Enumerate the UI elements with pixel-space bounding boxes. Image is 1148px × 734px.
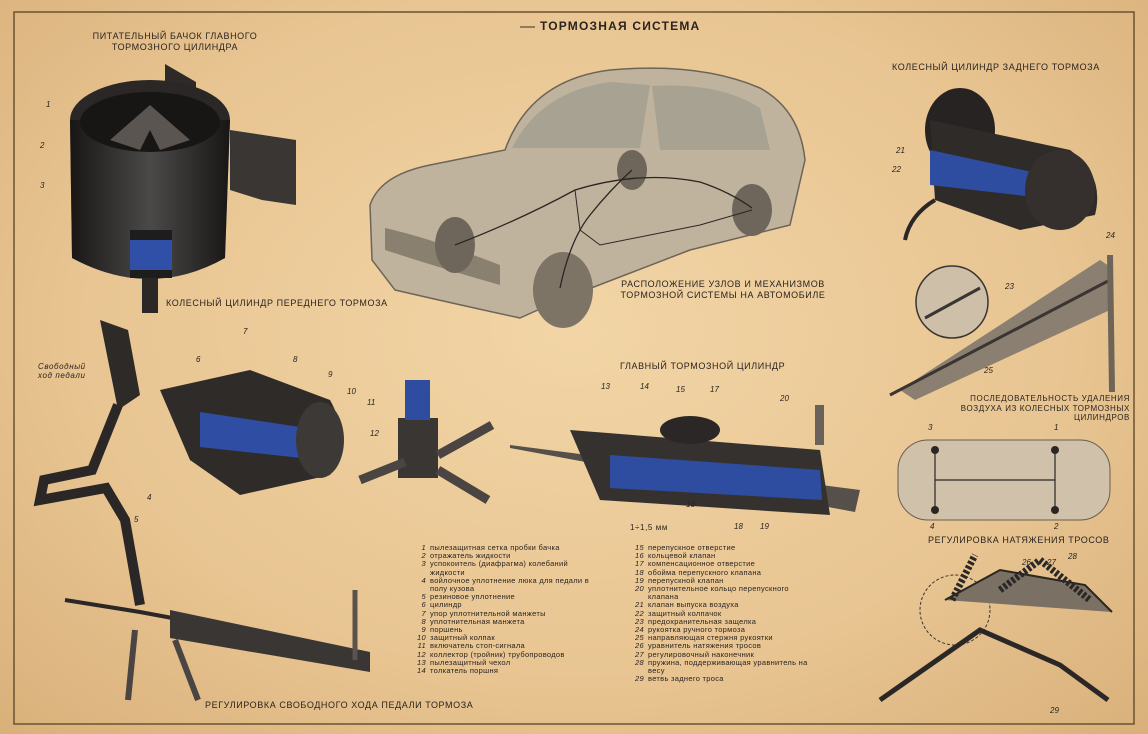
front-cylinder-illustration <box>160 370 344 495</box>
callout: 3 <box>40 181 45 190</box>
callout: 6 <box>196 355 201 364</box>
callout: 15 <box>676 385 685 394</box>
callout: 9 <box>328 370 333 379</box>
callout: 5 <box>134 515 139 524</box>
cable-adjust-label: РЕГУЛИРОВКА НАТЯЖЕНИЯ ТРОСОВ <box>928 535 1110 545</box>
callout: 7 <box>243 327 248 336</box>
reservoir-illustration <box>70 64 296 313</box>
callout: 19 <box>760 522 769 531</box>
bleed-order-number: 2 <box>1054 522 1059 531</box>
callout: 4 <box>147 493 152 502</box>
callout: 11 <box>367 398 376 407</box>
callout: 26 <box>1022 558 1031 567</box>
tee-illustration <box>358 380 495 504</box>
bleed-plan-illustration <box>897 439 1111 521</box>
callout: 14 <box>640 382 649 391</box>
callout: 16 <box>686 500 695 509</box>
rear-cylinder-illustration <box>903 88 1098 241</box>
rear-cylinder-label: КОЛЕСНЫЙ ЦИЛИНДР ЗАДНЕГО ТОРМОЗА <box>892 62 1100 72</box>
handbrake-illustration <box>889 254 1115 400</box>
pedal-illustration <box>33 320 370 702</box>
bleed-order-label: ПОСЛЕДОВАТЕЛЬНОСТЬ УДАЛЕНИЯ ВОЗДУХА ИЗ К… <box>960 394 1130 422</box>
front-cylinder-label: КОЛЕСНЫЙ ЦИЛИНДР ПЕРЕДНЕГО ТОРМОЗА <box>166 298 388 308</box>
callout: 28 <box>1068 552 1077 561</box>
callout: 8 <box>293 355 298 364</box>
bleed-order-number: 4 <box>930 522 935 531</box>
bleed-order-number: 3 <box>928 423 933 432</box>
callout: 2 <box>40 141 45 150</box>
free-travel-label: Свободный ход педали <box>38 362 86 380</box>
callout: 1 <box>46 100 51 109</box>
cable-adjust-illustration <box>878 553 1113 703</box>
gap-label: 1÷1,5 мм <box>630 523 668 532</box>
master-cylinder-label: ГЛАВНЫЙ ТОРМОЗНОЙ ЦИЛИНДР <box>620 361 786 371</box>
pedal-adjust-label: РЕГУЛИРОВКА СВОБОДНОГО ХОДА ПЕДАЛИ ТОРМО… <box>205 700 474 710</box>
bleed-order-number: 1 <box>1054 423 1059 432</box>
reservoir-label: ПИТАТЕЛЬНЫЙ БАЧОК ГЛАВНОГО ТОРМОЗНОГО ЦИ… <box>92 31 258 52</box>
master-cylinder-illustration <box>510 405 860 515</box>
callout: 23 <box>1005 282 1014 291</box>
callout: 24 <box>1106 231 1115 240</box>
callout: 27 <box>1047 558 1056 567</box>
callout: 10 <box>347 387 356 396</box>
car-illustration <box>369 67 806 328</box>
callout: 13 <box>601 382 610 391</box>
callout: 25 <box>984 366 993 375</box>
callout: 18 <box>734 522 743 531</box>
layout-label: РАСПОЛОЖЕНИЕ УЗЛОВ И МЕХАНИЗМОВ ТОРМОЗНО… <box>620 279 826 300</box>
callout: 21 <box>896 146 905 155</box>
callout: 12 <box>370 429 379 438</box>
callout: 22 <box>892 165 901 174</box>
callout: 29 <box>1050 706 1059 715</box>
callout: 17 <box>710 385 719 394</box>
callout: 20 <box>780 394 789 403</box>
frame-border <box>13 11 1135 725</box>
poster-title: ТОРМОЗНАЯ СИСТЕМА <box>540 19 701 33</box>
